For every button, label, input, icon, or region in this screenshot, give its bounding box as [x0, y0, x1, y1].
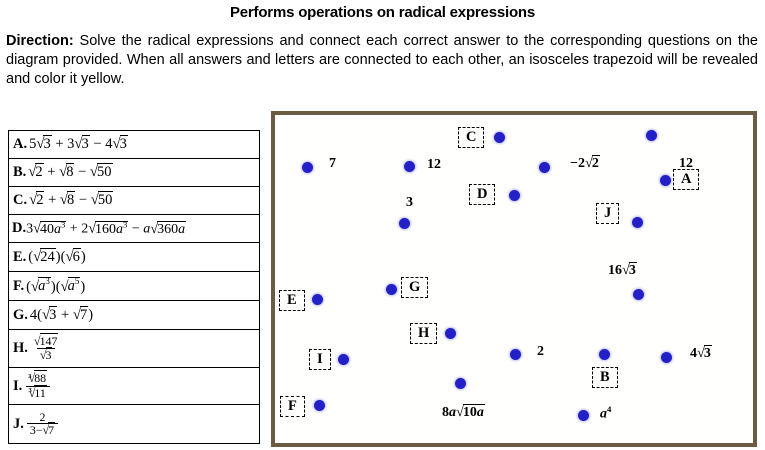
answer-12-left: 12 — [427, 157, 441, 172]
question-row-e: E. (√24)(√6) — [9, 243, 259, 272]
question-row-a: A. 5√3 + 3√3 − 4√3 — [9, 131, 259, 159]
point-label-a[interactable]: A — [673, 169, 700, 191]
question-letter-g: G. — [13, 306, 28, 323]
point-label-h[interactable]: H — [410, 323, 438, 345]
point-label-c[interactable]: C — [458, 127, 485, 149]
point-label-i[interactable]: I — [309, 349, 331, 371]
question-row-g: G. 4(√3 + √7) — [9, 301, 259, 330]
question-expression-d: 3√40a3 + 2√160a3 − a√360a — [26, 219, 187, 237]
diagram-dot-g[interactable] — [386, 284, 397, 295]
answer-3: 3 — [406, 195, 413, 210]
answer-a4: a4 — [600, 404, 612, 422]
questions-table: A. 5√3 + 3√3 − 4√3 B. √2 + √8 − √50 C. √… — [8, 130, 260, 444]
point-label-e[interactable]: E — [279, 290, 305, 312]
point-label-d[interactable]: D — [469, 184, 496, 206]
page-title: Performs operations on radical expressio… — [229, 4, 536, 21]
diagram-dot-4root3[interactable] — [661, 352, 672, 363]
answer-8a-root10a: 8a√10a — [442, 404, 485, 420]
diagram-dot-12-right[interactable] — [646, 130, 657, 141]
diagram-dot-b[interactable] — [599, 349, 610, 360]
diagram-dot-i[interactable] — [338, 354, 349, 365]
diagram-dot-d[interactable] — [509, 190, 520, 201]
diagram-dot-2[interactable] — [510, 349, 521, 360]
question-expression-b: √2 + √8 − √50 — [28, 163, 113, 180]
question-row-d: D. 3√40a3 + 2√160a3 − a√360a — [9, 215, 259, 243]
question-row-h: H. √147√3 — [9, 330, 259, 368]
answer-16root3: 16√3 — [608, 262, 637, 278]
point-label-f[interactable]: F — [280, 396, 305, 418]
diagram-dot-a4[interactable] — [578, 410, 589, 421]
point-label-b[interactable]: B — [592, 367, 618, 389]
diagram-dot-12-left[interactable] — [404, 161, 415, 172]
diagram-dot-8a-root10a[interactable] — [455, 378, 466, 389]
question-letter-i: I. — [13, 377, 23, 394]
question-row-c: C. √2 + √8 − √50 — [9, 187, 259, 215]
diagram-dot-f[interactable] — [314, 400, 325, 411]
point-label-j[interactable]: J — [596, 203, 620, 225]
question-expression-f: (√a3)(√a5) — [26, 276, 86, 295]
answer-12-right: 12 — [679, 156, 693, 171]
direction-lead: Direction: — [6, 33, 74, 49]
diagram-dot-neg2root2[interactable] — [539, 162, 550, 173]
direction-text: Solve the radical expressions and connec… — [6, 33, 758, 87]
question-letter-j: J. — [13, 415, 24, 432]
answer-4root3: 4√3 — [690, 345, 712, 361]
diagram-dot-j[interactable] — [632, 217, 643, 228]
diagram-dot-16root3[interactable] — [633, 289, 644, 300]
question-letter-f: F. — [13, 277, 25, 294]
diagram-canvas[interactable]: 7 12 3 −2√2 12 16√3 2 4√3 8a√10a a4 C D … — [275, 115, 753, 443]
question-letter-c: C. — [13, 192, 28, 208]
question-row-b: B. √2 + √8 − √50 — [9, 159, 259, 187]
question-letter-h: H. — [13, 340, 28, 356]
diagram-dot-3[interactable] — [399, 218, 410, 229]
diagram-panel: 7 12 3 −2√2 12 16√3 2 4√3 8a√10a a4 C D … — [271, 111, 757, 447]
question-letter-e: E. — [13, 248, 27, 265]
question-letter-d: D. — [12, 220, 27, 236]
diagram-dot-a[interactable] — [660, 175, 671, 186]
direction-paragraph: Direction: Solve the radical expressions… — [6, 32, 758, 89]
diagram-dot-c[interactable] — [494, 132, 505, 143]
question-expression-g: 4(√3 + √7) — [29, 305, 94, 323]
question-row-f: F. (√a3)(√a5) — [9, 272, 259, 301]
diagram-dot-e[interactable] — [312, 294, 323, 305]
question-expression-a: 5√3 + 3√3 − 4√3 — [29, 135, 128, 152]
point-label-g[interactable]: G — [401, 277, 429, 299]
question-expression-e: (√24)(√6) — [28, 247, 86, 265]
question-letter-b: B. — [13, 164, 27, 180]
question-expression-h: √147√3 — [33, 332, 59, 362]
answer-neg2root2: −2√2 — [570, 155, 600, 171]
diagram-dot-7[interactable] — [302, 162, 313, 173]
answer-2: 2 — [537, 344, 544, 359]
question-letter-a: A. — [13, 136, 28, 152]
diagram-dot-h[interactable] — [445, 328, 456, 339]
question-expression-c: √2 + √8 − √50 — [29, 191, 114, 208]
answer-7: 7 — [329, 156, 336, 171]
